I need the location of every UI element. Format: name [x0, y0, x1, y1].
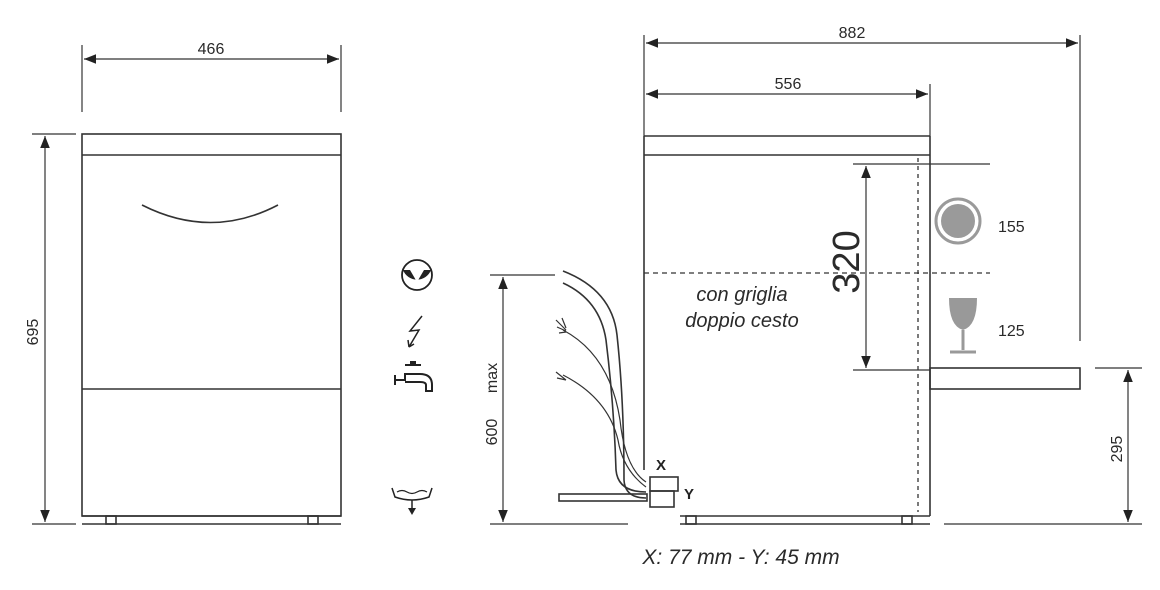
connection-block-y: [649, 490, 675, 508]
water-tap-icon: [394, 361, 433, 392]
front-view: 466 695: [25, 41, 342, 525]
connection-icons: [391, 259, 433, 515]
offsets-caption: X: 77 mm - Y: 45 mm: [641, 546, 839, 569]
hoses-and-cables: [555, 270, 648, 502]
electric-icon: [407, 315, 423, 348]
glass-size-label: 125: [998, 323, 1025, 340]
y-label: Y: [684, 486, 694, 503]
door-height-label: 295: [1109, 436, 1126, 463]
rack-note-line1: con griglia: [696, 284, 787, 306]
front-width-label: 466: [198, 41, 225, 58]
rack-height-label: 320: [826, 230, 868, 293]
plate-size-label: 155: [998, 219, 1025, 236]
depth-total-label: 882: [839, 25, 866, 42]
plate-icon: [934, 197, 982, 245]
water-drain-icon: [391, 487, 433, 515]
side-foot-back: [901, 515, 913, 525]
side-view: 882 556 320 155 125: [484, 25, 1142, 525]
front-foot-right: [307, 515, 319, 525]
connection-height-suffix: max: [484, 363, 501, 393]
depth-body-label: 556: [775, 76, 802, 93]
connection-block-x: [649, 476, 679, 492]
connection-height-label: 600: [484, 419, 501, 446]
open-door-shelf: [929, 367, 1081, 390]
glass-icon: [949, 298, 977, 354]
side-foot-front: [685, 515, 697, 525]
front-body-outline: [81, 133, 342, 517]
drain-pump-icon: [401, 259, 433, 291]
x-label: X: [656, 457, 666, 474]
front-door-handle: [141, 204, 279, 224]
drain-hose-outlet: [558, 493, 648, 502]
front-height-label: 695: [25, 319, 42, 346]
front-foot-left: [105, 515, 117, 525]
rack-note-line2: doppio cesto: [685, 310, 798, 332]
